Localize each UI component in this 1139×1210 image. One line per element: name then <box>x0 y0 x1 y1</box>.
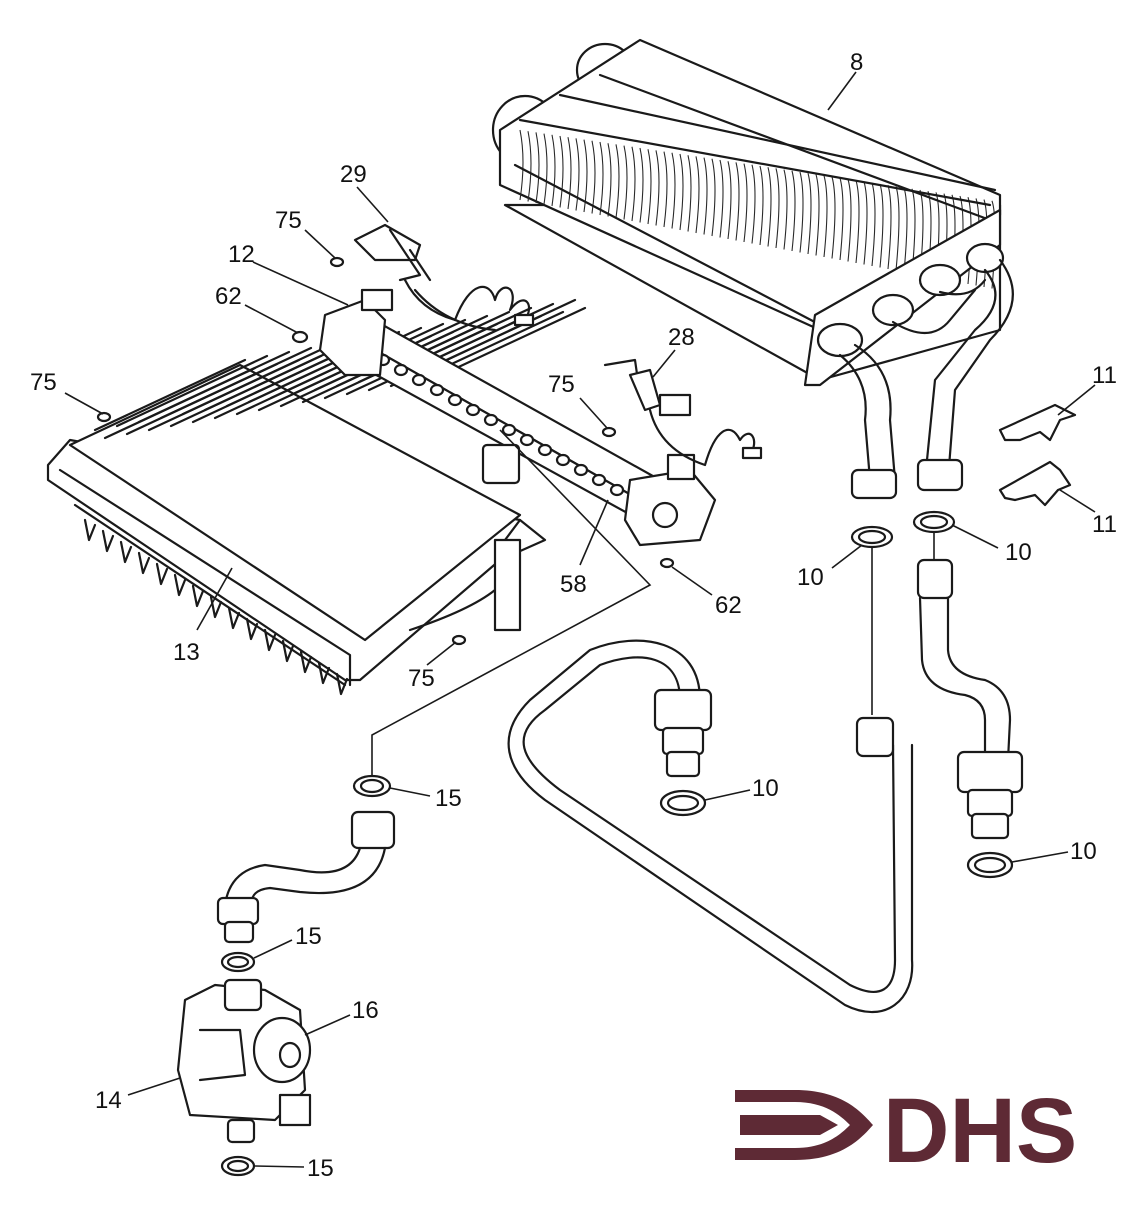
label-75-d: 75 <box>408 665 435 692</box>
label-10-b: 10 <box>797 564 824 591</box>
flow-pipe <box>507 639 914 1014</box>
label-28: 28 <box>668 324 695 351</box>
label-14: 14 <box>95 1087 122 1114</box>
label-75-a: 75 <box>275 207 302 234</box>
leader-lines <box>64 71 1096 1168</box>
label-15-c: 15 <box>307 1155 334 1182</box>
label-75-c: 75 <box>548 371 575 398</box>
return-pipe <box>916 558 1024 840</box>
heat-exchanger <box>491 38 1014 500</box>
label-11-b: 11 <box>1092 511 1117 538</box>
label-12: 12 <box>228 241 255 268</box>
ignition-electrode-29 <box>353 223 535 332</box>
label-62-b: 62 <box>715 592 742 619</box>
label-10-a: 10 <box>1005 539 1032 566</box>
connector-line <box>371 429 652 775</box>
gas-pipe <box>216 810 396 944</box>
washers <box>220 510 1014 1177</box>
part-labels: 8 29 75 12 62 75 28 75 11 11 10 10 58 62… <box>30 49 1117 1182</box>
label-15-a: 15 <box>435 785 462 812</box>
label-75-b: 75 <box>30 369 57 396</box>
label-16: 16 <box>352 997 379 1024</box>
label-10-d: 10 <box>1070 838 1097 865</box>
label-11-a: 11 <box>1092 362 1117 389</box>
label-8: 8 <box>850 49 863 76</box>
gas-valve <box>176 978 312 1144</box>
flame-sensing-electrode-28 <box>603 358 763 467</box>
arrow-into-bracket-icon <box>735 1090 873 1160</box>
label-58: 58 <box>560 571 587 598</box>
pipe-clips <box>998 403 1077 507</box>
dhs-logo: DHS <box>735 1080 1077 1182</box>
gas-manifold <box>318 288 717 547</box>
label-13: 13 <box>173 639 200 666</box>
label-10-c: 10 <box>752 775 779 802</box>
screws <box>96 256 675 646</box>
label-62-a: 62 <box>215 283 242 310</box>
logo-wordmark: DHS <box>883 1080 1077 1182</box>
label-15-b: 15 <box>295 923 322 950</box>
burner <box>46 298 587 696</box>
label-29: 29 <box>340 161 367 188</box>
